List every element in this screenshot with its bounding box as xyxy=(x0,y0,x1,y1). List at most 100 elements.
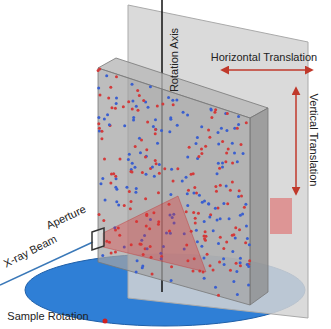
particle xyxy=(214,108,217,111)
particle xyxy=(200,245,203,248)
particle xyxy=(239,214,242,217)
particle xyxy=(200,148,203,151)
particle xyxy=(98,213,101,216)
particle xyxy=(107,96,110,99)
particle xyxy=(134,191,137,194)
particle xyxy=(216,218,219,221)
particle xyxy=(176,124,179,127)
particle xyxy=(248,243,251,246)
particle xyxy=(224,160,227,163)
particle xyxy=(235,262,238,265)
particle xyxy=(222,247,225,250)
particle xyxy=(131,162,134,165)
particle xyxy=(115,188,118,191)
particle xyxy=(100,137,103,140)
aperture-label: Aperture xyxy=(44,203,87,232)
particle xyxy=(243,206,246,209)
particle xyxy=(154,132,157,135)
particle xyxy=(239,143,242,146)
particle xyxy=(246,263,249,266)
particle xyxy=(131,100,134,103)
particle xyxy=(229,269,232,272)
particle xyxy=(135,187,138,190)
rotation-label: Sample Rotation xyxy=(7,310,88,322)
particle xyxy=(133,166,136,169)
particle xyxy=(114,107,117,110)
particle xyxy=(115,96,118,99)
particle xyxy=(185,210,188,213)
particle xyxy=(204,239,207,242)
particle xyxy=(228,217,231,220)
particle xyxy=(99,182,102,185)
particle xyxy=(99,93,102,96)
particle xyxy=(239,257,242,260)
particle xyxy=(167,96,170,99)
slab-front xyxy=(98,68,250,305)
particle xyxy=(144,197,147,200)
particle xyxy=(219,184,222,187)
particle xyxy=(154,128,157,131)
particle xyxy=(115,177,118,180)
particle xyxy=(123,124,126,127)
particle xyxy=(212,229,215,232)
particle xyxy=(156,105,159,108)
beam-cone xyxy=(103,196,206,272)
particle xyxy=(217,162,220,165)
particle xyxy=(207,202,210,205)
particle xyxy=(222,257,225,260)
particle xyxy=(155,162,158,165)
transmitted-beam xyxy=(270,198,292,234)
particle xyxy=(207,203,210,206)
particle xyxy=(186,204,189,207)
particle xyxy=(244,241,247,244)
vertical-arrow xyxy=(295,88,297,194)
particle xyxy=(238,189,241,192)
particle xyxy=(109,86,112,89)
particle xyxy=(145,173,148,176)
particle xyxy=(242,152,245,155)
particle xyxy=(127,158,130,161)
particle xyxy=(140,138,143,141)
particle xyxy=(232,280,235,283)
particle xyxy=(172,179,175,182)
particle xyxy=(157,191,160,194)
particle xyxy=(208,215,211,218)
particle xyxy=(234,226,237,229)
particle xyxy=(223,263,226,266)
particle xyxy=(117,204,120,207)
particle xyxy=(248,259,251,262)
particle xyxy=(169,193,172,196)
particle xyxy=(188,146,191,149)
particle xyxy=(190,173,193,176)
particle xyxy=(98,127,101,130)
particle xyxy=(192,192,195,195)
particle xyxy=(102,219,105,222)
particle xyxy=(163,167,166,170)
particle xyxy=(217,142,220,145)
particle xyxy=(114,251,117,254)
particle xyxy=(123,204,126,207)
particle xyxy=(108,123,111,126)
particle xyxy=(204,145,207,148)
particle xyxy=(110,251,113,254)
particle xyxy=(101,177,104,180)
particle xyxy=(186,113,189,116)
particle xyxy=(125,186,128,189)
particle xyxy=(217,294,220,297)
particle xyxy=(245,121,248,124)
particle xyxy=(186,192,189,195)
beam-label: X-ray Beam xyxy=(1,232,58,269)
particle xyxy=(225,151,228,154)
particle xyxy=(212,269,215,272)
particle xyxy=(195,142,198,145)
particle xyxy=(221,165,224,168)
particle xyxy=(236,160,239,163)
particle xyxy=(229,189,232,192)
particle xyxy=(231,250,234,253)
particle xyxy=(171,99,174,102)
horizontal-arrow xyxy=(222,69,312,71)
particle xyxy=(154,159,157,162)
particle xyxy=(216,172,219,175)
particle xyxy=(231,161,234,164)
particle xyxy=(237,123,240,126)
